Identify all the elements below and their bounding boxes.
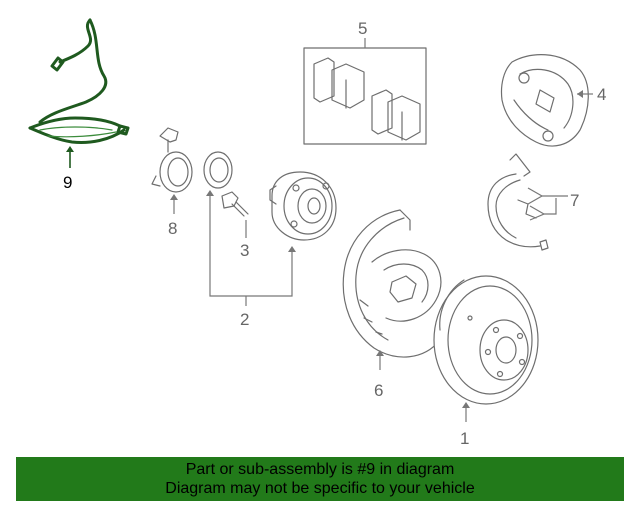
callout-2: 2 (240, 310, 249, 329)
part-6-backing-plate[interactable] (342, 209, 442, 358)
callout-5: 5 (358, 19, 367, 38)
part-2-hub-bearing[interactable] (269, 171, 337, 241)
part-9-abs-sensor-harness[interactable] (28, 18, 130, 168)
callout-7: 7 (570, 191, 579, 210)
part-5-brake-pad-kit[interactable] (303, 47, 427, 145)
part-2-seal-ring[interactable] (203, 151, 233, 189)
callout-4: 4 (597, 85, 606, 104)
callout-8: 8 (168, 219, 177, 238)
part-7-brake-hardware[interactable] (487, 153, 549, 251)
info-banner: Part or sub-assembly is #9 in diagram Di… (16, 457, 624, 501)
banner-line-1: Part or sub-assembly is #9 in diagram (185, 461, 455, 478)
part-3-bolt[interactable] (221, 191, 249, 217)
part-8-sensor[interactable] (151, 127, 193, 193)
part-1-brake-rotor[interactable] (433, 275, 539, 405)
callout-9: 9 (63, 173, 72, 192)
callout-6: 6 (374, 381, 383, 400)
callout-1: 1 (460, 429, 469, 448)
banner-line-2: Diagram may not be specific to your vehi… (165, 480, 475, 497)
part-4-brake-caliper[interactable] (500, 54, 589, 147)
callout-3: 3 (240, 241, 249, 260)
